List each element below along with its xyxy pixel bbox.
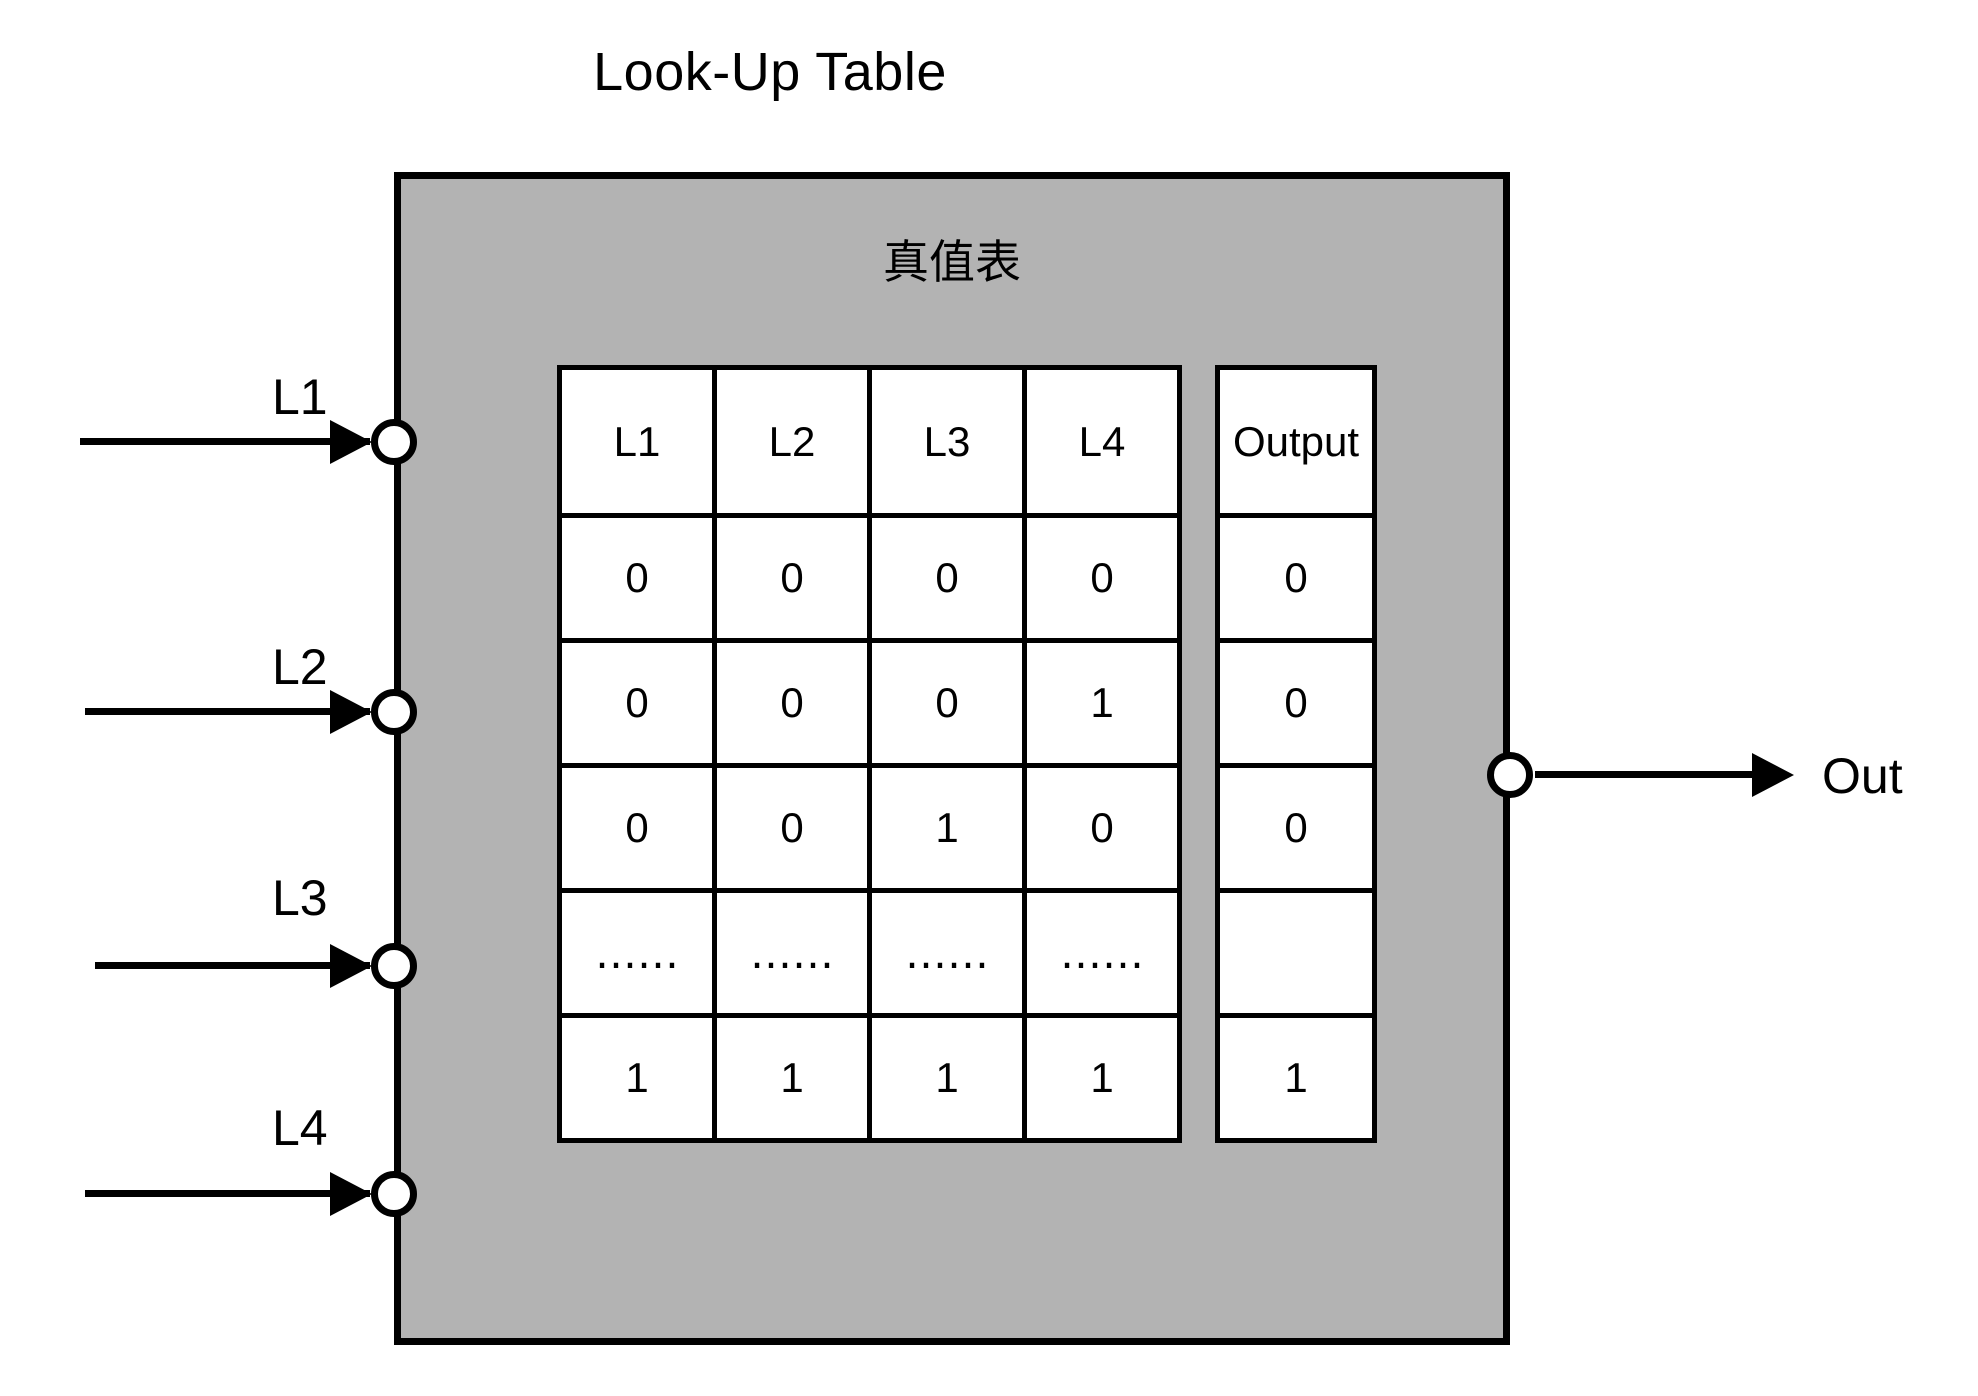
cell-input: 0: [557, 763, 717, 893]
input-wire-l3: [95, 962, 370, 969]
input-port-l3[interactable]: [371, 943, 417, 989]
cell-input: 1: [557, 1013, 717, 1143]
input-label-l4: L4: [272, 1100, 328, 1156]
input-label-l1: L1: [272, 369, 328, 425]
input-arrowhead-l4: [330, 1172, 372, 1216]
column-header-l2: L2: [712, 365, 872, 518]
cell-input: ……: [1022, 888, 1182, 1018]
table-row: 1: [1215, 1013, 1377, 1143]
input-arrowhead-l1: [330, 420, 372, 464]
table-row-ellipsis: [1215, 888, 1377, 1018]
cell-input: 0: [557, 638, 717, 768]
truth-table-inputs: L1 L2 L3 L4 0 0 0 0 0 0 0 1 0 0 1 0: [557, 365, 1182, 1143]
cell-input: ……: [557, 888, 717, 1018]
input-port-l2[interactable]: [371, 689, 417, 735]
table-header-row: Output: [1215, 365, 1377, 518]
table-row-ellipsis: …… …… …… ……: [557, 888, 1182, 1018]
cell-input: 0: [712, 638, 872, 768]
cell-input: ……: [712, 888, 872, 1018]
table-row: 0: [1215, 763, 1377, 893]
cell-output: 0: [1215, 763, 1377, 893]
input-wire-l2: [85, 708, 370, 715]
table-row: 0: [1215, 513, 1377, 643]
table-row: 1 1 1 1: [557, 1013, 1182, 1143]
cell-input: 0: [1022, 513, 1182, 643]
cell-input: 1: [867, 1013, 1027, 1143]
input-port-l1[interactable]: [371, 419, 417, 465]
input-arrowhead-l2: [330, 690, 372, 734]
lut-subtitle: 真值表: [883, 235, 1021, 289]
cell-input: 1: [1022, 1013, 1182, 1143]
cell-input: 0: [867, 638, 1027, 768]
page-title: Look-Up Table: [593, 42, 947, 102]
column-header-output: Output: [1215, 365, 1377, 518]
cell-input: 0: [1022, 763, 1182, 893]
cell-output: 1: [1215, 1013, 1377, 1143]
column-header-l4: L4: [1022, 365, 1182, 518]
output-label: Out: [1822, 748, 1903, 804]
column-header-l1: L1: [557, 365, 717, 518]
input-wire-l4: [85, 1190, 370, 1197]
cell-input: 1: [1022, 638, 1182, 768]
cell-input: 0: [867, 513, 1027, 643]
table-header-row: L1 L2 L3 L4: [557, 365, 1182, 518]
table-row: 0 0 0 0: [557, 513, 1182, 643]
cell-input: 0: [712, 513, 872, 643]
cell-output: [1215, 888, 1377, 1018]
cell-input: 1: [712, 1013, 872, 1143]
output-port[interactable]: [1487, 752, 1533, 798]
output-wire: [1535, 771, 1770, 778]
input-label-l3: L3: [272, 870, 328, 926]
input-wire-l1: [80, 438, 370, 445]
cell-input: 0: [557, 513, 717, 643]
cell-input: 1: [867, 763, 1027, 893]
output-arrowhead: [1752, 753, 1794, 797]
cell-output: 0: [1215, 638, 1377, 768]
truth-table-output: Output 0 0 0 1: [1215, 365, 1377, 1143]
cell-input: 0: [712, 763, 872, 893]
table-row: 0 0 1 0: [557, 763, 1182, 893]
column-header-l3: L3: [867, 365, 1027, 518]
input-port-l4[interactable]: [371, 1171, 417, 1217]
table-row: 0: [1215, 638, 1377, 768]
input-label-l2: L2: [272, 639, 328, 695]
input-arrowhead-l3: [330, 944, 372, 988]
cell-input: ……: [867, 888, 1027, 1018]
cell-output: 0: [1215, 513, 1377, 643]
table-row: 0 0 0 1: [557, 638, 1182, 768]
